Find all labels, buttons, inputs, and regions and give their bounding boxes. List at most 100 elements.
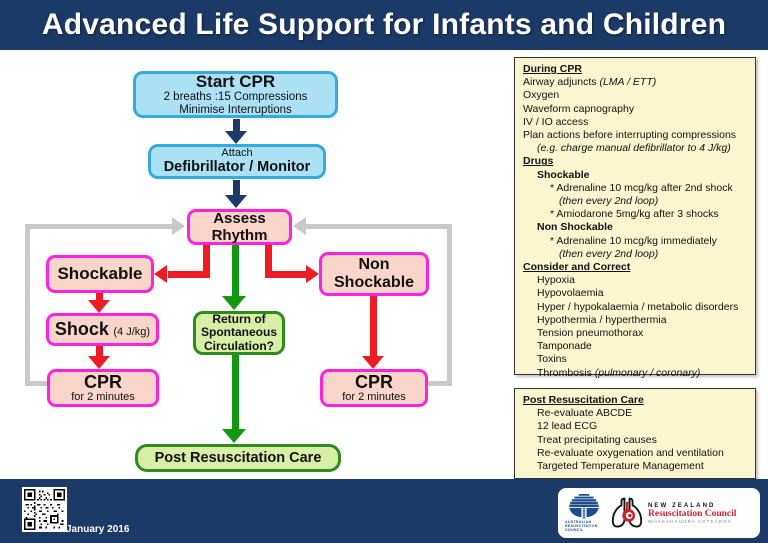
arrow-assess-to-nonshockable-head — [306, 265, 319, 283]
arrow-assess-to-shockable-vertical — [203, 245, 210, 278]
arrow-shockable-to-shock-shaft — [96, 293, 103, 302]
shock-label-row: Shock (4 J/kg) — [49, 319, 156, 340]
start-cpr-line1: 2 breaths :15 Compressions — [163, 91, 308, 104]
arrow-shock-to-cpr-shaft — [96, 346, 103, 357]
nz-text-block: NEW ZEALAND Resuscitation Council WHAKAH… — [648, 503, 736, 524]
attach-defibrillator-box: Attach Defibrillator / Monitor — [148, 144, 326, 179]
nz-lungs-koru-icon — [611, 497, 643, 528]
post-resuscitation-box: Post Resuscitation Care — [135, 444, 341, 472]
panel-line: Re-evaluate oxygenation and ventilation — [537, 446, 724, 459]
panel-line: Airway adjuncts (LMA / ETT) — [523, 76, 657, 89]
panel-line: Targeted Temperature Management — [537, 460, 704, 473]
arrow-rosc-to-postcare-head — [222, 429, 246, 443]
panel-line: Tension pneumothorax — [537, 327, 644, 340]
loop-arrowhead-left — [172, 217, 185, 235]
publication-date: January 2016 — [66, 524, 130, 535]
arc-text-line3: COUNCIL — [565, 528, 584, 533]
arrow-nonshockable-to-cpr-shaft — [370, 296, 377, 357]
arc-text-line2: RESUSCITATION — [565, 523, 598, 528]
loop-line-left-vertical — [25, 224, 30, 386]
panel-line: (e.g. charge manual defibrillator to 4 J… — [537, 142, 731, 155]
panel-line: Hypovolaemia — [537, 287, 604, 300]
post-resuscitation-label: Post Resuscitation Care — [154, 449, 322, 466]
shockable-label: Shockable — [57, 264, 143, 284]
qr-code-icon — [22, 487, 67, 532]
arrow-start-to-attach-head — [225, 131, 247, 144]
start-cpr-title: Start CPR — [195, 71, 276, 91]
panel-line: Shockable — [537, 168, 590, 181]
council-logos-card: AUSTRALIAN RESUSCITATION COUNCIL NEW ZEA… — [558, 488, 760, 538]
non-shockable-label: Non Shockable — [334, 256, 415, 291]
arrow-assess-to-nonshockable-vertical — [265, 245, 272, 278]
panel-line: Hypothermia / hyperthermia — [537, 313, 667, 326]
loop-line-left-horizontal — [25, 224, 172, 229]
arrow-assess-to-nonshockable-horizontal — [268, 271, 306, 278]
arc-globe-icon — [569, 493, 599, 518]
panel-line: (then every 2nd loop) — [559, 247, 659, 260]
panel-line: Hypoxia — [537, 274, 575, 287]
arrow-assess-to-rosc-shaft — [232, 245, 239, 297]
panel-line: (then every 2nd loop) — [559, 195, 659, 208]
nz-resuscitation-council-logo: NEW ZEALAND Resuscitation Council WHAKAH… — [610, 493, 736, 533]
panel-line: Toxins — [537, 353, 567, 366]
arrow-nonshockable-to-cpr-head — [362, 356, 384, 369]
page-title: Advanced Life Support for Infants and Ch… — [41, 8, 727, 41]
assess-rhythm-box: Assess Rhythm — [187, 209, 292, 245]
nz-council: Resuscitation Council — [648, 508, 737, 519]
arrow-rosc-to-postcare-shaft — [232, 355, 239, 430]
cpr-left-title: CPR — [83, 371, 122, 392]
loop-line-right-horizontal — [306, 224, 452, 229]
shock-dose-label: (4 J/kg) — [113, 325, 151, 338]
rosc-box: Return of Spontaneous Circulation? — [193, 311, 285, 355]
panel-line: During CPR — [523, 63, 582, 75]
panel-line: Hyper / hypokalaemia / metabolic disorde… — [537, 300, 739, 313]
cpr-right-title: CPR — [354, 371, 393, 392]
arrow-attach-to-assess-shaft — [233, 180, 240, 196]
cpr-left-sub: for 2 minutes — [71, 390, 135, 403]
cpr-right-sub: for 2 minutes — [342, 390, 406, 403]
arrow-assess-to-shockable-horizontal — [168, 271, 210, 278]
panel-line: * Adrenaline 10 mcg/kg after 2nd shock — [550, 181, 733, 194]
panel-line: Oxygen — [523, 89, 560, 102]
cpr-left-box: CPR for 2 minutes — [47, 369, 159, 407]
panel-line: * Adrenaline 10 mcg/kg immediately — [550, 234, 717, 247]
arrow-assess-to-rosc-head — [222, 296, 246, 310]
panel-line: Drugs — [523, 155, 554, 168]
australian-resuscitation-council-logo: AUSTRALIAN RESUSCITATION COUNCIL — [565, 493, 603, 533]
shockable-box: Shockable — [46, 255, 154, 293]
panel-line: Thrombosis (pulmonary / coronary) — [537, 366, 701, 379]
cpr-right-box: CPR for 2 minutes — [320, 369, 428, 407]
panel-line: * Amiodarone 5mg/kg after 3 shocks — [550, 208, 719, 221]
non-shockable-box: Non Shockable — [319, 252, 429, 296]
arrow-start-to-attach-shaft — [233, 119, 240, 133]
panel-line: Consider and Correct — [523, 261, 631, 274]
arrow-attach-to-assess-head — [225, 195, 247, 208]
panel-line: Post Resuscitation Care — [523, 394, 644, 406]
nz-name: NEW ZEALAND — [648, 502, 716, 509]
panel-line: Treat precipitating causes — [537, 433, 657, 446]
start-cpr-line2: Minimise Interruptions — [179, 104, 292, 117]
arrow-shock-to-cpr-head — [88, 356, 110, 369]
arrow-shockable-to-shock-head — [88, 300, 110, 313]
shock-box: Shock (4 J/kg) — [46, 313, 159, 346]
loop-line-bottom-left — [25, 381, 48, 386]
panel-line: Re-evaluate ABCDE — [537, 407, 633, 420]
panel-line: Plan actions before interrupting compres… — [523, 129, 737, 142]
title-bar: Advanced Life Support for Infants and Ch… — [0, 0, 768, 50]
nz-maori: WHAKAHAUORA AOTEAROA — [648, 518, 732, 524]
panel-line: Non Shockable — [537, 221, 613, 234]
panel-line: IV / IO access — [523, 115, 589, 128]
loop-line-bottom-right — [427, 381, 452, 386]
loop-line-right-vertical — [447, 224, 452, 386]
panel-line: 12 lead ECG — [537, 420, 598, 433]
arrow-assess-to-shockable-head — [154, 265, 167, 283]
panel-line: Tamponade — [537, 340, 592, 353]
shock-label: Shock — [54, 318, 109, 339]
assess-rhythm-label: Assess Rhythm — [211, 209, 268, 244]
rosc-label: Return of Spontaneous Circulation? — [200, 311, 277, 353]
start-cpr-box: Start CPR 2 breaths :15 Compressions Min… — [133, 71, 338, 118]
loop-arrowhead-right — [293, 217, 306, 235]
